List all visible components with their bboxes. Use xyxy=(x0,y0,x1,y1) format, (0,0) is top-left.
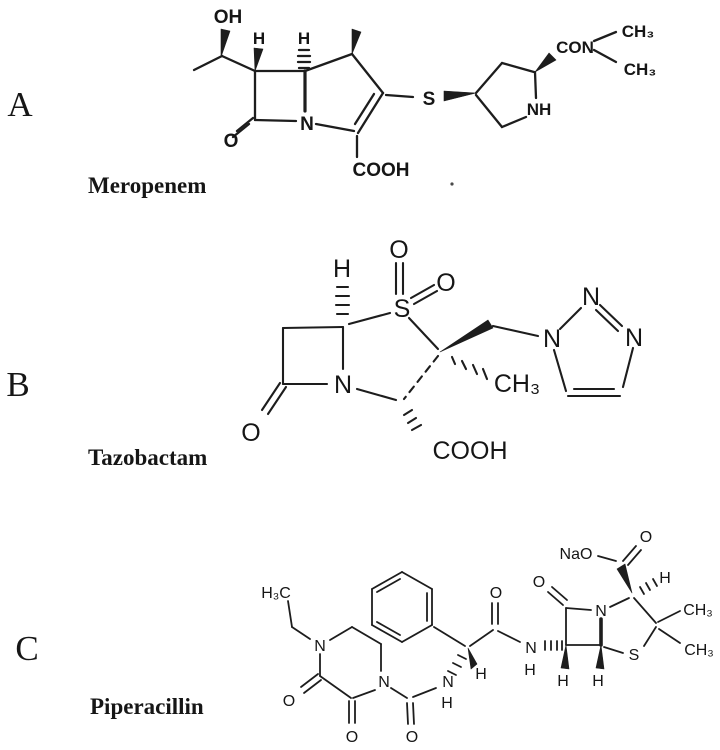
compound-name-meropenem: Meropenem xyxy=(88,173,206,198)
atom-label-s1: S xyxy=(394,295,411,323)
atom-label-h5: H xyxy=(333,255,351,283)
atom-label-triazole-n2: N xyxy=(582,283,600,311)
atom-label-penam-n: N xyxy=(595,603,607,620)
atom-label-ureido-o: O xyxy=(406,729,418,746)
atom-label-ch3: CH₃ xyxy=(494,370,540,398)
atom-label-acid-o: O xyxy=(640,529,652,546)
tazobactam-stereo-wedges xyxy=(439,319,494,353)
atom-label-lactam-o: O xyxy=(224,131,239,152)
atom-label-pip-n4: N xyxy=(378,674,390,691)
atom-label-triazole-n3: N xyxy=(625,324,643,352)
atom-label-con: CON xyxy=(556,38,594,57)
piperacillin-stereo-wedges xyxy=(467,563,633,670)
atom-label-sulfone-o-top: O xyxy=(389,236,408,264)
atom-label-oh: OH xyxy=(214,7,243,28)
tazobactam-hash-bonds xyxy=(334,285,489,432)
atom-label-penam-s: S xyxy=(629,647,640,664)
piperacillin-hash-bonds xyxy=(447,578,658,676)
atom-label-amide-h: H xyxy=(524,662,536,679)
atom-label-h6: H xyxy=(253,29,265,48)
panel-letter-c: C xyxy=(15,629,38,668)
atom-label-lactam-o: O xyxy=(533,574,545,591)
atom-label-triazole-n1: N xyxy=(543,325,561,353)
compound-name-piperacillin: Piperacillin xyxy=(90,694,204,719)
atom-label-amide-o: O xyxy=(490,585,502,602)
meropenem-stereo-wedges xyxy=(220,28,557,102)
piperacillin-bonds xyxy=(287,545,681,725)
atom-label-lactam-n: N xyxy=(300,114,314,135)
panel-b: B Tazobactam xyxy=(6,236,643,470)
atom-label-nh: NH xyxy=(527,100,552,119)
atom-label-ch3-bottom: CH₃ xyxy=(684,642,714,659)
meropenem-hash-bonds xyxy=(296,48,312,70)
atom-label-c6-h: H xyxy=(557,673,569,690)
panel-letter-a: A xyxy=(7,85,33,124)
atom-label-c5-h: H xyxy=(592,673,604,690)
tazobactam-bonds xyxy=(260,261,635,416)
atom-label-h5: H xyxy=(298,29,310,48)
atom-label-c3-h: H xyxy=(659,570,671,587)
atom-label-alpha-h: H xyxy=(475,666,487,683)
atom-label-pip-o2: O xyxy=(283,693,295,710)
atom-label-nao: NaO xyxy=(560,546,593,563)
panel-c: C Piperacillin xyxy=(15,529,713,746)
atom-label-amide-n: N xyxy=(525,640,537,657)
atom-label-sulfone-o-right: O xyxy=(436,269,455,297)
compound-name-tazobactam: Tazobactam xyxy=(88,445,207,470)
atom-label-lactam-o: O xyxy=(241,419,260,447)
atom-label-h3c: H₃C xyxy=(261,585,291,602)
stray-dot xyxy=(450,182,454,186)
atom-label-ch3-bottom: CH₃ xyxy=(624,60,656,79)
panel-a: A Meropenem xyxy=(7,7,656,198)
atom-label-pip-o3: O xyxy=(346,729,358,746)
atom-label-cooh: COOH xyxy=(353,160,410,181)
panel-letter-b: B xyxy=(6,365,29,404)
atom-label-ureido-n: N xyxy=(442,674,454,691)
atom-label-cooh: COOH xyxy=(433,437,508,465)
atom-label-thioether-s: S xyxy=(423,89,436,110)
atom-label-ureido-h: H xyxy=(441,695,453,712)
atom-label-pip-n1: N xyxy=(314,638,326,655)
atom-label-ch3-top: CH₃ xyxy=(683,602,713,619)
atom-label-lactam-n: N xyxy=(334,371,352,399)
atom-label-ch3-top: CH₃ xyxy=(622,22,654,41)
meropenem-bonds xyxy=(192,30,618,159)
